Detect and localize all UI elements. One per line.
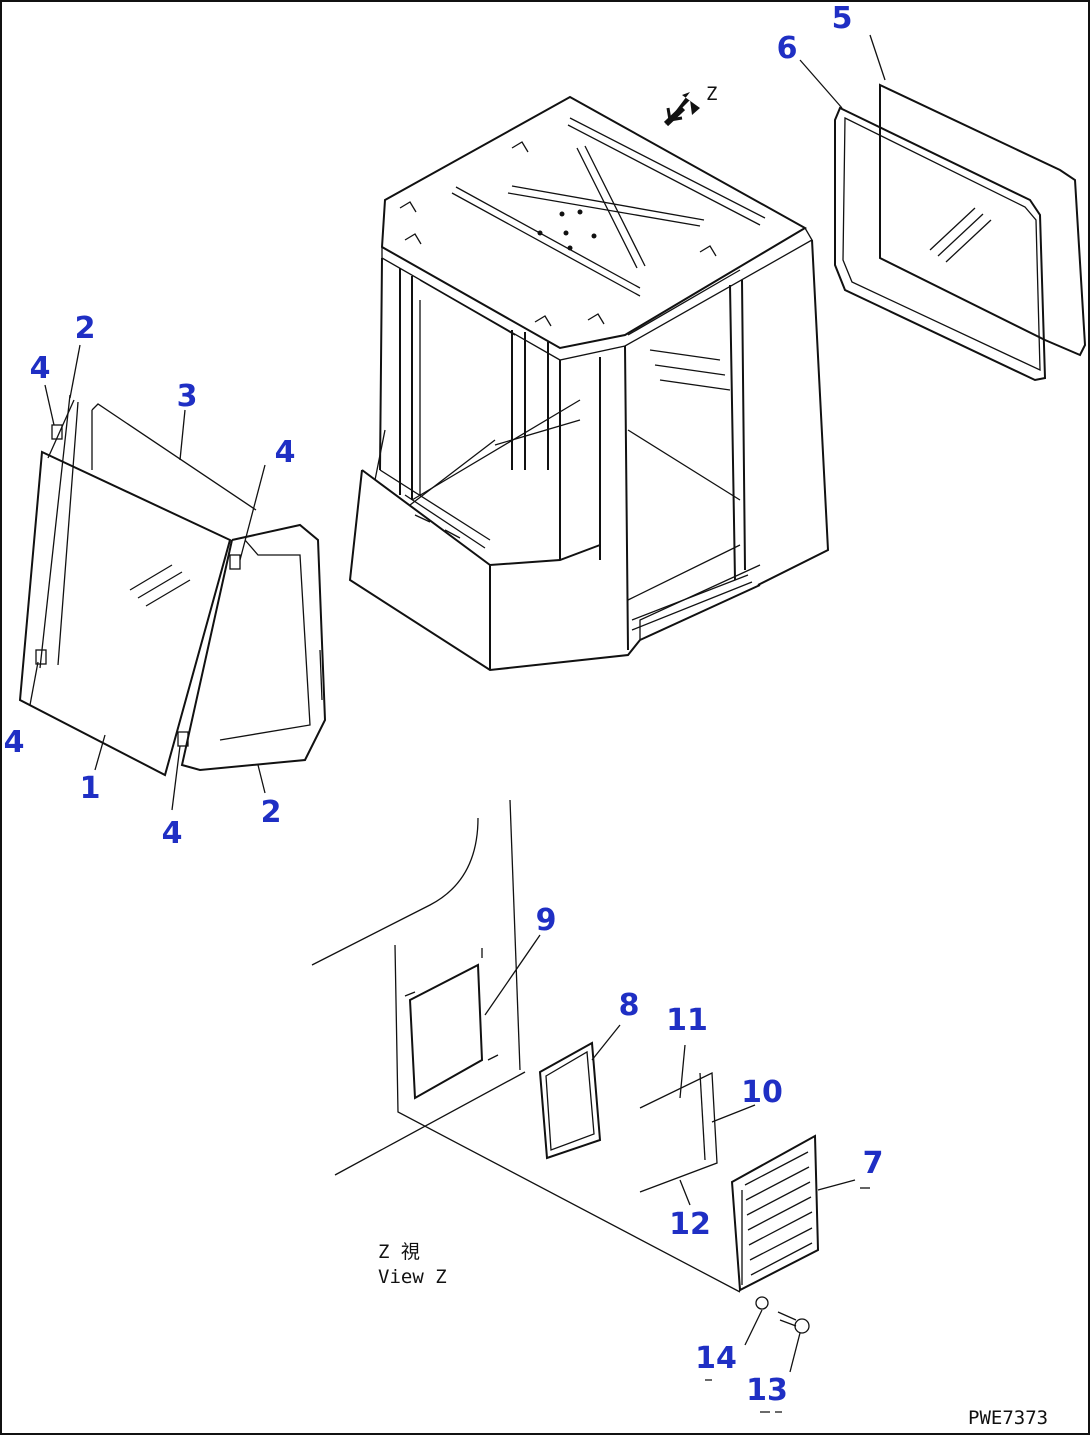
view-z-detail bbox=[311, 799, 820, 1413]
callout-labels: 5 6 2 4 3 4 4 1 2 4 9 8 11 10 7 12 14 13 bbox=[4, 1, 884, 1408]
callout-13: 13 bbox=[746, 1373, 788, 1408]
callout-4-top-left: 4 bbox=[30, 351, 51, 386]
callout-2-top: 2 bbox=[75, 311, 96, 346]
callout-2-bottom: 2 bbox=[261, 795, 282, 830]
front-glass-panels bbox=[18, 394, 327, 777]
callout-14: 14 bbox=[695, 1341, 737, 1376]
callout-8: 8 bbox=[619, 988, 640, 1023]
callout-4-bottom: 4 bbox=[162, 816, 183, 851]
callout-7: 7 bbox=[863, 1146, 884, 1181]
callout-3: 3 bbox=[177, 379, 198, 414]
callout-12: 12 bbox=[669, 1207, 711, 1242]
callout-9: 9 bbox=[536, 903, 557, 938]
leader-lines bbox=[29, 34, 886, 1373]
view-arrow bbox=[663, 92, 700, 127]
drawing-code: PWE7373 bbox=[968, 1407, 1048, 1429]
callout-6: 6 bbox=[777, 31, 798, 66]
view-caption-line1: Z 視 bbox=[378, 1241, 420, 1263]
side-glass-parts bbox=[834, 83, 1087, 382]
callout-10: 10 bbox=[741, 1075, 783, 1110]
callout-4-right: 4 bbox=[275, 435, 296, 470]
callout-11: 11 bbox=[666, 1003, 708, 1038]
view-marker-label: Z bbox=[706, 83, 717, 105]
callout-1: 1 bbox=[80, 771, 101, 806]
cab-assembly bbox=[348, 95, 830, 672]
callout-4-bottom-left: 4 bbox=[4, 725, 25, 760]
view-caption-line2: View Z bbox=[378, 1266, 447, 1288]
callout-5: 5 bbox=[832, 1, 853, 36]
